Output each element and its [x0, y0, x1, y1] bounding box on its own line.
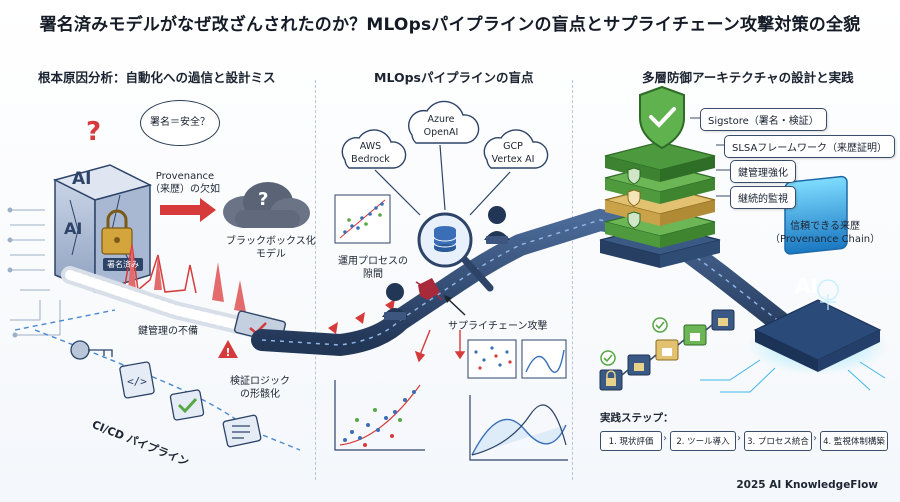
dot-chart-right	[467, 339, 517, 379]
scatter-chart-bottom	[334, 380, 425, 451]
tamper-signal-spikes	[110, 244, 246, 312]
step-arrow-icon: ›	[813, 433, 817, 444]
verification-logic-label: 検証ロジック の形骸化	[230, 376, 290, 400]
layer-sigstore: Sigstore（署名・検証）	[700, 108, 827, 131]
key-management-label: 鍵管理の不備	[138, 326, 198, 337]
breach-crack	[415, 278, 443, 301]
provenance-chain-blocks	[599, 309, 735, 391]
trusted-provenance-label: 信頼できる来歴 （Provenance Chain）	[770, 221, 881, 245]
circuit-traces-left	[7, 207, 61, 338]
chip-ai-label: AI	[795, 274, 818, 298]
cloud-gcp-vertex-ai: GCP Vertex AI	[491, 141, 535, 165]
step-3: 3. プロセス統合	[744, 431, 812, 451]
deploy-scroll-icon	[222, 414, 262, 448]
pipeline-left-segment	[61, 266, 287, 344]
cube-ai-top-label: AI	[72, 169, 92, 189]
curve-chart-bottom	[469, 395, 568, 461]
attack-arrows	[414, 329, 466, 363]
cicd-path	[14, 309, 301, 451]
provenance-missing-arrow	[160, 198, 216, 222]
cloud-aws-bedrock: AWS Bedrock	[351, 141, 390, 165]
step-2: 2. ツール導入	[670, 431, 736, 451]
cloud-provider-shapes	[341, 100, 549, 169]
check-file-icon	[169, 389, 205, 421]
practice-steps-title: 実践ステップ：	[600, 412, 674, 424]
warning-icon: !	[218, 340, 238, 359]
cloud-azure-openai: Azure OpenAI	[423, 114, 459, 138]
pipeline-red-arrows	[328, 299, 395, 334]
layer-slsa: SLSAフレームワーク（来歴証明）	[724, 135, 895, 158]
cloud-connectors	[374, 144, 511, 216]
scatter-chart-top	[334, 194, 391, 244]
blackbox-model-label: ブラックボックス化 モデル	[226, 236, 316, 260]
step-1: 1. 現状評価	[600, 431, 662, 451]
hacker-figure-top	[484, 206, 510, 244]
chip-circuit-traces	[700, 359, 886, 393]
provenance-missing-label: Provenance （来歴）の欠如	[150, 171, 220, 195]
layer-key-management: 鍵管理強化	[730, 160, 796, 183]
thought-bubble-text: 署名＝安全？	[150, 117, 210, 128]
supply-chain-attack-label: サプライチェーン攻撃	[448, 321, 548, 332]
magnifier-database-icon	[417, 212, 494, 292]
section-title-root-cause: 根本原因分析：自動化への過信と設計ミス	[38, 70, 276, 85]
svg-text:</>: </>	[127, 375, 147, 388]
hacker-figure-bottom	[382, 283, 408, 320]
defense-layer-stack	[599, 85, 721, 268]
section-title-mlops-blindspots: MLOpsパイプラインの盲点	[374, 70, 534, 85]
step-arrow-icon: ›	[737, 433, 741, 444]
section-divider-right	[572, 80, 573, 480]
svg-text:!: !	[225, 346, 230, 359]
page-title: 署名済みモデルがなぜ改ざんされたのか？MLOpsパイプラインの盲点とサプライチェ…	[39, 15, 861, 35]
section-divider-left	[315, 80, 316, 480]
ops-gap-label: 運用プロセスの 隙間	[338, 256, 408, 280]
main-pipeline	[251, 208, 801, 357]
section-title-defense-architecture: 多層防御アーキテクチャの設計と実践	[642, 70, 854, 85]
cloud-question-mark: ?	[258, 189, 269, 210]
cube-ai-front-label: AI	[64, 219, 83, 238]
attack-pointer-arrow	[444, 295, 466, 316]
question-mark-icon: ?	[86, 117, 102, 147]
footer-credit: 2025 AI KnowledgeFlow	[736, 479, 878, 491]
step-4: 4. 監視体制構築	[820, 431, 888, 451]
layer-leader-lines	[690, 117, 730, 197]
layer-continuous-monitoring: 継続的監視	[730, 186, 796, 209]
step-arrow-icon: ›	[663, 433, 667, 444]
thought-bubble: 署名＝安全？	[140, 100, 220, 146]
key-icon	[70, 340, 113, 360]
trusted-ai-chip	[748, 175, 888, 375]
code-file-icon: </>	[119, 361, 155, 399]
cube-signed-badge: 署名済み	[107, 260, 139, 269]
line-chart-right	[521, 339, 567, 379]
blackbox-storm-cloud	[223, 182, 310, 228]
